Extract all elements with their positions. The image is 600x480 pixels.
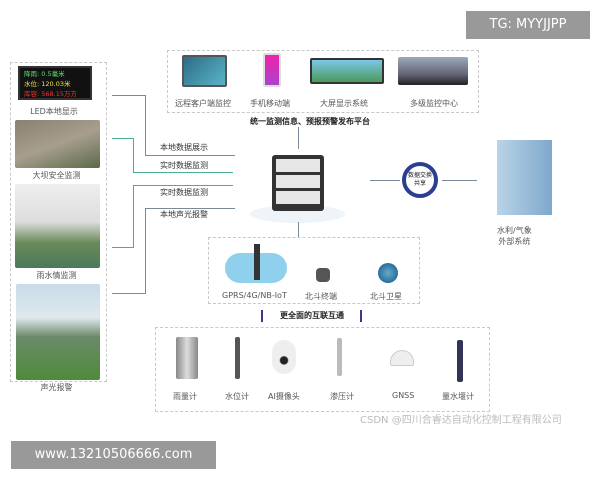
sensor-piezometer: 渗压计 [330,392,354,401]
alarm-caption: 声光报警 [40,383,73,392]
data-exchange-icon: 数据交换共享 [402,162,438,198]
network-group [208,237,420,304]
led-line-rain: 降雨: 0.5毫米 [24,70,65,78]
ai-camera-icon [272,340,296,374]
mobile-phone-icon [263,53,281,87]
building-icon [497,140,552,215]
sensor-weir: 量水堰计 [442,392,474,401]
gnss-receiver-icon [390,350,414,366]
sensor-rain-gauge: 雨量计 [173,392,197,401]
csdn-credit: CSDN @四川合睿达自动化控制工程有限公司 [360,415,562,426]
control-center-icon [398,57,468,85]
network-satellite: 北斗卫星 [370,292,402,301]
local-panel-group [10,62,107,382]
dam-caption: 大坝安全监测 [32,171,81,180]
led-line-level: 水位: 120.03米 [24,80,71,88]
tower-icon [254,244,260,280]
led-line-volume: 库容: 568.15万方 [24,90,77,98]
sensor-gnss: GNSS [392,391,415,400]
led-display: 降雨: 0.5毫米 水位: 120.03米 库容: 568.15万方 [18,66,92,100]
satellite-icon [378,263,398,283]
dam-photo [15,120,100,168]
watermark-tg: TG: MYYJJPP [466,11,590,39]
sensor-ai-camera: AI摄像头 [268,392,300,401]
rain-gauge-icon [176,337,198,379]
external-system-label: 水利/气象 外部系统 [497,226,532,246]
water-level-sensor-icon [235,337,240,379]
platform-title: 统一监测信息、预报预警发布平台 [250,117,370,126]
platform-group [167,50,479,113]
flow-label-alarm: 本地声光报警 [160,210,208,219]
led-caption: LED本地显示 [30,107,78,116]
network-gprs: GPRS/4G/NB-IoT [222,291,287,300]
piezometer-icon [337,338,342,376]
video-wall-icon [310,58,384,84]
flow-label-realtime-2: 实时数据监测 [160,188,208,197]
rain-caption: 雨水情监测 [36,271,77,280]
platform-item-mobile: 手机移动端 [250,99,290,108]
network-terminal: 北斗终端 [305,292,337,301]
sensor-group [155,327,490,412]
network-title: 更全面的互联互通 [280,311,344,320]
beidou-terminal-icon [316,268,330,282]
weir-meter-icon [457,340,463,382]
platform-item-remote: 远程客户端监控 [175,99,231,108]
platform-item-center: 多级监控中心 [410,99,458,108]
rain-station-photo [15,184,100,268]
flow-label-local-display: 本地数据展示 [160,143,208,152]
sensor-water-level: 水位计 [225,392,249,401]
desktop-monitor-icon [182,55,227,87]
alarm-photo [16,284,100,380]
flow-label-realtime-1: 实时数据监测 [160,161,208,170]
watermark-url: www.13210506666.com [11,441,216,469]
server-rack-icon [272,155,324,211]
platform-item-bigscreen: 大屏显示系统 [320,99,368,108]
